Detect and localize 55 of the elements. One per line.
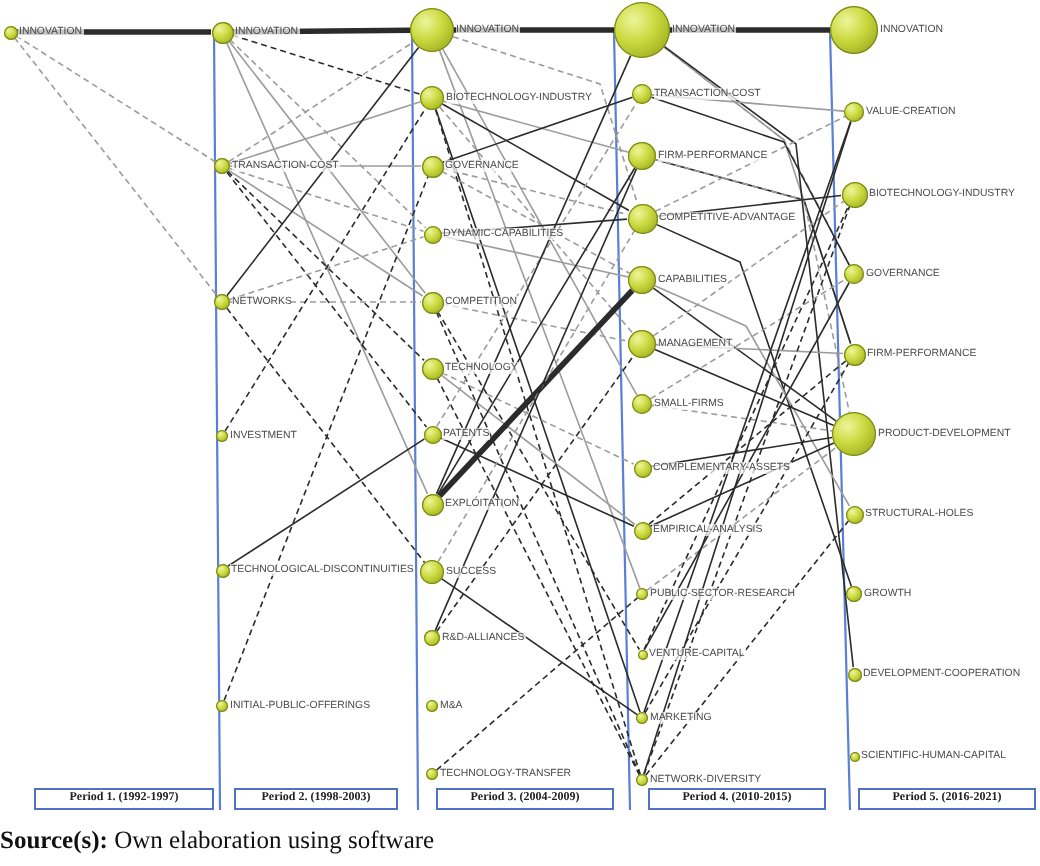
link-line bbox=[654, 158, 851, 414]
link-line bbox=[442, 100, 630, 154]
link-line bbox=[435, 597, 639, 771]
link-line bbox=[643, 281, 850, 651]
link-line bbox=[435, 354, 635, 633]
link-line bbox=[648, 360, 847, 526]
link-line bbox=[13, 36, 218, 297]
link-line bbox=[663, 45, 855, 668]
link-line bbox=[15, 34, 217, 163]
link-line bbox=[652, 287, 837, 422]
link-line bbox=[436, 310, 641, 651]
link-line bbox=[441, 48, 638, 397]
link-line bbox=[649, 278, 847, 400]
link-line bbox=[644, 362, 850, 714]
link-line bbox=[224, 107, 427, 432]
link-line bbox=[223, 175, 429, 702]
link-line bbox=[225, 41, 429, 495]
link-line bbox=[226, 307, 426, 564]
link-line bbox=[452, 35, 639, 205]
link-line bbox=[441, 371, 635, 465]
link-line bbox=[227, 438, 426, 567]
link-line bbox=[227, 41, 415, 163]
link-line bbox=[438, 49, 641, 590]
link-line bbox=[437, 230, 636, 563]
link-line bbox=[654, 115, 846, 213]
link-line bbox=[441, 96, 634, 164]
link-line bbox=[439, 106, 634, 335]
link-line bbox=[228, 167, 425, 232]
link-line bbox=[651, 404, 833, 432]
link-line bbox=[440, 170, 631, 275]
link-line bbox=[439, 373, 636, 526]
link-line bbox=[226, 170, 425, 362]
link-line bbox=[435, 101, 638, 428]
link-line bbox=[650, 96, 851, 266]
link-line bbox=[228, 236, 425, 301]
link-line bbox=[436, 167, 636, 496]
link-line bbox=[654, 348, 835, 427]
link-line bbox=[649, 442, 835, 528]
link-line bbox=[439, 436, 635, 528]
link-line bbox=[646, 446, 838, 592]
link-line bbox=[654, 223, 853, 588]
link-line bbox=[227, 169, 424, 297]
link-line bbox=[229, 38, 427, 229]
link-line bbox=[441, 578, 638, 716]
link-line bbox=[652, 200, 845, 337]
source-caption: Source(s): Own elaboration using software bbox=[0, 826, 435, 856]
link-line bbox=[226, 171, 428, 428]
link-line bbox=[437, 288, 635, 498]
link-line bbox=[643, 205, 850, 651]
link-line bbox=[434, 168, 638, 632]
link-line bbox=[654, 284, 851, 507]
link-line bbox=[435, 54, 632, 495]
link-line bbox=[441, 103, 630, 212]
link-line bbox=[644, 520, 850, 777]
link-line bbox=[228, 100, 422, 165]
